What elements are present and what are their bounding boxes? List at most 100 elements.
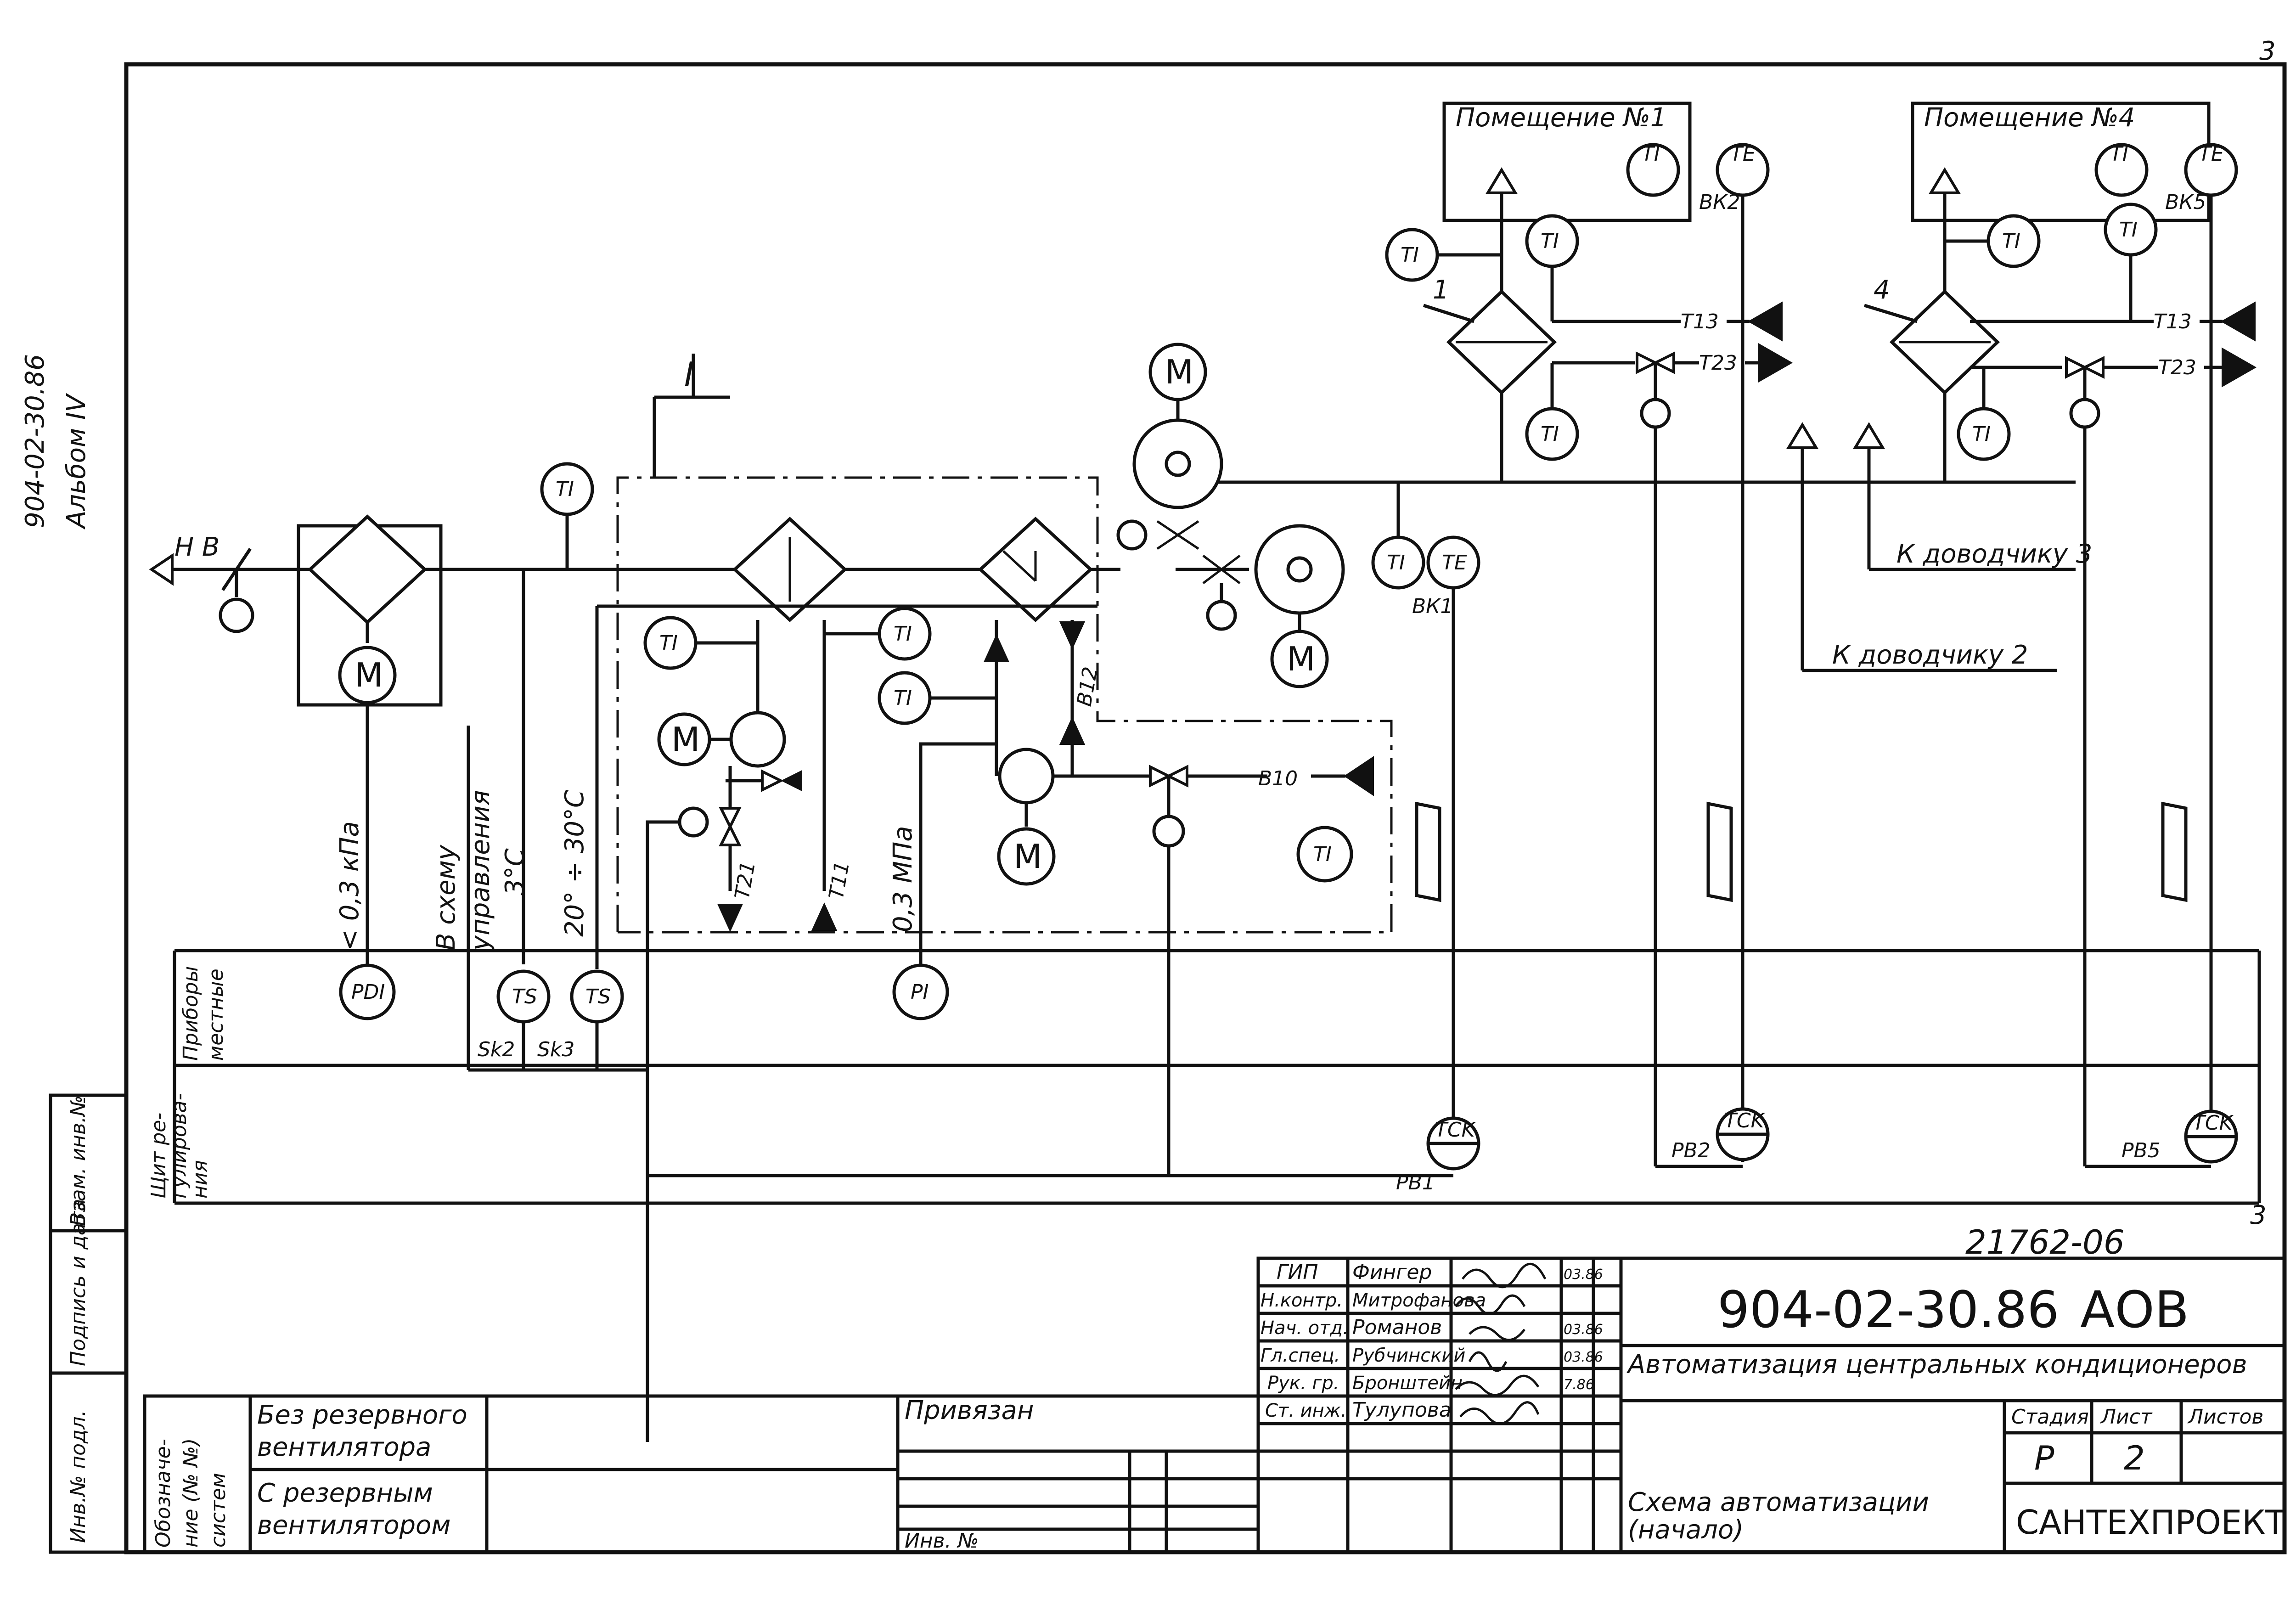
heat-exchanger-1: TI TI M Т21 Т11 <box>643 517 932 1442</box>
svg-text:TI: TI <box>1387 551 1405 574</box>
svg-text:Щит ре-: Щит ре- <box>147 1113 170 1199</box>
svg-text:вентилятором: вентилятором <box>257 1510 451 1540</box>
svg-text:(начало): (начало) <box>1628 1515 1744 1545</box>
svg-text:M: M <box>671 720 700 759</box>
svg-text:Без резервного: Без резервного <box>257 1400 467 1430</box>
svg-text:Бронштейн: Бронштейн <box>1352 1373 1463 1394</box>
svg-text:Т13: Т13 <box>2154 310 2192 333</box>
svg-text:03.86: 03.86 <box>1564 1322 1603 1338</box>
svg-text:ВК1: ВК1 <box>1412 595 1453 618</box>
svg-text:Лист: Лист <box>2100 1405 2153 1429</box>
vertical-annotations: < 0,3 кПа В схему управления 3°С 20° ÷ 3… <box>335 790 918 952</box>
svg-text:Митрофанова: Митрофанова <box>1352 1290 1486 1311</box>
svg-text:ВК2: ВК2 <box>1699 191 1740 214</box>
local-instruments: PDI TS TS PI Sk2 Sk3 <box>339 569 1097 1072</box>
svg-text:Взам. инв.№: Взам. инв.№ <box>67 1095 90 1226</box>
svg-text:вентилятора: вентилятора <box>257 1432 431 1462</box>
svg-text:ние (№ №): ние (№ №) <box>179 1438 203 1548</box>
ti-duct-1: TI <box>540 462 594 569</box>
svg-text:гулирова-: гулирова- <box>168 1093 191 1199</box>
svg-text:Ст. инж.: Ст. инж. <box>1265 1400 1347 1421</box>
svg-text:Альбом IV: Альбом IV <box>62 393 91 529</box>
svg-text:TE: TE <box>2199 142 2224 166</box>
sheet-number-bottom: 3 <box>2250 1200 2267 1230</box>
closer-unit-4: 4 TI TI Т13 Т23 TI <box>1863 167 2257 1166</box>
fan-outlet-sensors: TI TE ВК1 <box>1371 482 1480 1121</box>
svg-text:Инв. №: Инв. № <box>905 1529 979 1553</box>
svg-text:РВ2: РВ2 <box>1671 1139 1711 1162</box>
album-code: 904-02-30.86 Альбом IV <box>20 354 91 529</box>
svg-text:4: 4 <box>1874 275 1890 305</box>
svg-text:Нач. отд.: Нач. отд. <box>1261 1318 1349 1339</box>
svg-text:Инв.№ подл.: Инв.№ подл. <box>67 1410 90 1543</box>
svg-text:TS: TS <box>512 985 537 1008</box>
svg-text:В схему: В схему <box>431 845 461 951</box>
svg-text:TI: TI <box>1972 422 1991 446</box>
flow-switches <box>1415 801 2188 902</box>
svg-text:TI: TI <box>894 622 912 646</box>
svg-text:0,3 МПа: 0,3 МПа <box>888 826 918 932</box>
svg-text:Фингер: Фингер <box>1352 1261 1432 1284</box>
svg-text:TI: TI <box>2110 142 2128 166</box>
instrument-rows: Приборы местные Щит ре- гулирова- ния <box>147 949 2261 1205</box>
svg-text:3°С: 3°С <box>500 848 530 895</box>
svg-text:TCK: TCK <box>2193 1111 2234 1135</box>
svg-text:TS: TS <box>585 985 611 1008</box>
supply-fans: M M <box>1116 343 1345 688</box>
side-stamp: Инв.№ подл. Подпись и дата Взам. инв.№ <box>49 1093 128 1554</box>
svg-text:Приборы: Приборы <box>179 966 203 1061</box>
svg-text:Тулупова: Тулупова <box>1352 1398 1452 1422</box>
svg-text:местные: местные <box>204 968 228 1061</box>
svg-text:С резервным: С резервным <box>257 1478 433 1508</box>
svg-text:TI: TI <box>1401 243 1419 267</box>
svg-text:Т11: Т11 <box>825 859 855 901</box>
svg-text:904-02-30.86: 904-02-30.86 <box>20 354 50 528</box>
svg-text:САНТЕХПРОЕКТ: САНТЕХПРОЕКТ <box>2016 1503 2286 1542</box>
svg-text:Н В: Н В <box>174 532 219 562</box>
svg-text:Стадия: Стадия <box>2011 1405 2089 1429</box>
svg-text:TI: TI <box>1541 230 1559 253</box>
svg-text:АОВ: АОВ <box>2080 1280 2189 1339</box>
svg-text:03.86: 03.86 <box>1564 1267 1603 1283</box>
svg-text:Помещение №1: Помещение №1 <box>1456 103 1666 133</box>
svg-text:В10: В10 <box>1258 767 1298 790</box>
svg-text:TI: TI <box>1313 843 1332 866</box>
svg-text:TI: TI <box>659 631 678 655</box>
svg-text:Рук. гр.: Рук. гр. <box>1267 1373 1339 1394</box>
svg-text:ВК5: ВК5 <box>2165 191 2206 214</box>
heat-exchanger-2: В12 M TI В10 TI <box>878 517 1374 1176</box>
svg-text:2: 2 <box>2124 1439 2145 1477</box>
svg-text:Н.контр.: Н.контр. <box>1261 1290 1343 1311</box>
filter-unit: M <box>297 514 443 964</box>
to-closers: К доводчику 2 К доводчику 3 <box>1786 422 2092 672</box>
svg-text:TI: TI <box>2002 230 2020 253</box>
svg-text:Т21: Т21 <box>731 859 760 901</box>
svg-text:TI: TI <box>894 687 912 710</box>
svg-text:1: 1 <box>1433 275 1449 305</box>
main-duct <box>172 193 2076 571</box>
sheet-number-top: 3 <box>2259 36 2276 66</box>
section-I: I <box>616 354 1393 934</box>
svg-text:TI: TI <box>556 478 574 501</box>
svg-text:M: M <box>355 656 383 694</box>
room-box-1: Помещение №1 TI TE ВК2 <box>1442 101 1770 222</box>
svg-text:M: M <box>1013 837 1042 876</box>
svg-text:Т23: Т23 <box>1699 351 1737 375</box>
svg-text:РВ5: РВ5 <box>2122 1139 2161 1162</box>
svg-text:Sk2: Sk2 <box>478 1038 515 1061</box>
svg-text:Sk3: Sk3 <box>537 1038 574 1061</box>
svg-text:03.86: 03.86 <box>1564 1349 1603 1365</box>
svg-text:Т23: Т23 <box>2158 356 2196 379</box>
svg-text:систем: систем <box>207 1473 230 1548</box>
outdoor-air-inlet: Н В <box>149 532 254 633</box>
svg-text:Привязан: Привязан <box>905 1396 1034 1425</box>
svg-text:Помещение №4: Помещение №4 <box>1924 103 2135 133</box>
svg-text:< 0,3 кПа: < 0,3 кПа <box>335 821 365 951</box>
svg-text:TE: TE <box>1442 551 1467 574</box>
svg-text:M: M <box>1287 640 1315 678</box>
svg-text:ния: ния <box>188 1160 212 1199</box>
svg-text:Листов: Листов <box>2187 1405 2263 1429</box>
svg-text:РВ1: РВ1 <box>1396 1171 1435 1194</box>
svg-text:ГИП: ГИП <box>1277 1261 1318 1284</box>
